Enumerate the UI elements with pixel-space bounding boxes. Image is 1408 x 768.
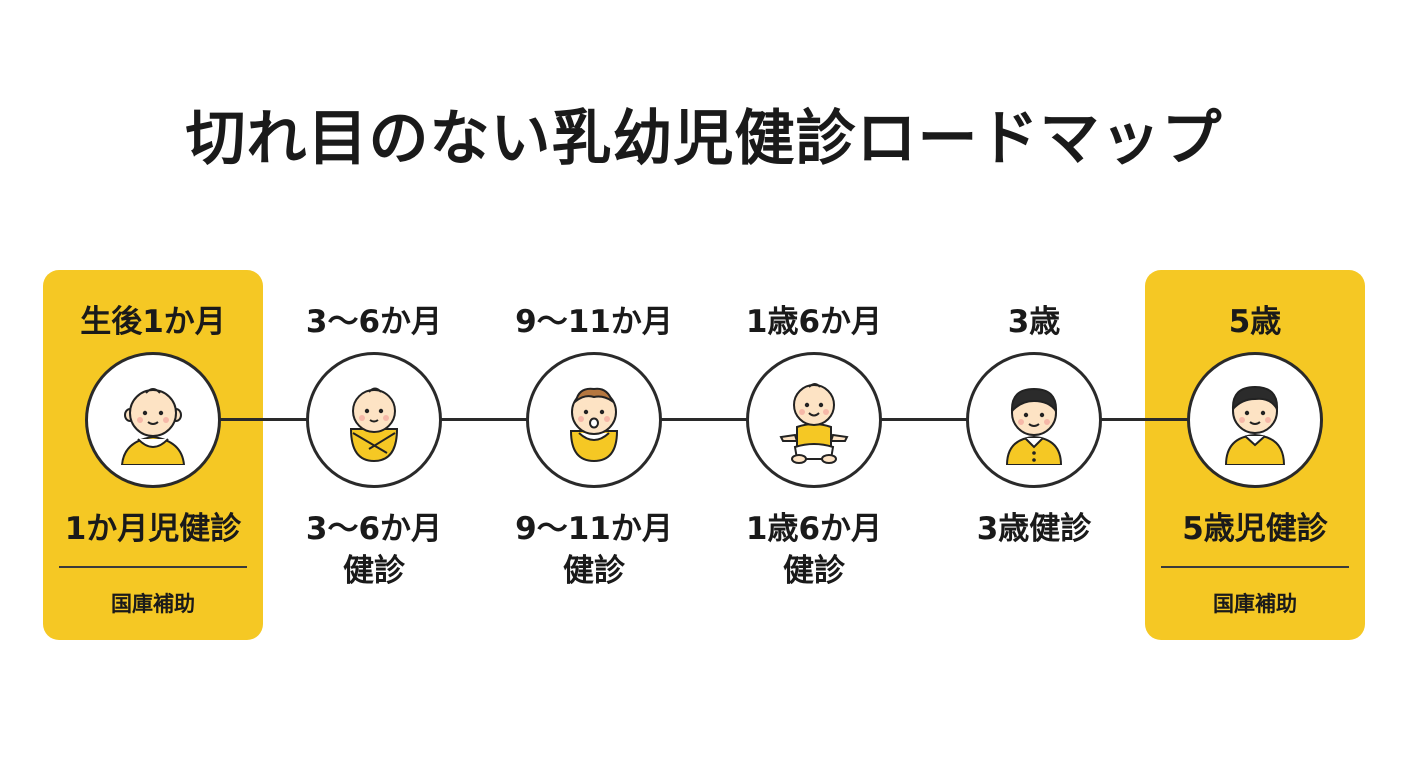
stage-name-line2: 健診 [343, 553, 405, 589]
stage-age: 9〜11か月 [515, 304, 673, 340]
stage-name-line1: 3〜6か月 [305, 511, 443, 547]
stage-3-6months: 3〜6か月 3〜6か月 健診 [264, 0, 484, 768]
page-title: 切れ目のない乳幼児健診ロードマップ [185, 104, 1223, 174]
child-collar-icon [1005, 387, 1063, 465]
stage-5years: 5歳 5歳児健診 国庫補助 [1145, 0, 1365, 768]
stage-name: 3〜6か月 健診 [264, 508, 484, 592]
stage-age: 1歳6か月 [745, 304, 883, 340]
stage-icon-circle [746, 352, 882, 488]
stage-name-line2: 健診 [563, 553, 625, 589]
timeline-connector [150, 418, 1250, 421]
stage-name-line1: 5歳児健診 [1182, 511, 1328, 547]
stage-divider [59, 566, 247, 568]
stage-age: 生後1か月 [80, 304, 226, 340]
stage-name-line1: 1歳6か月 [745, 511, 883, 547]
stage-name: 5歳児健診 [1145, 508, 1365, 550]
stage-age: 3歳 [1007, 304, 1061, 340]
stage-icon-circle [966, 352, 1102, 488]
stage-icon-circle [306, 352, 442, 488]
stage-name-line1: 3歳健診 [976, 511, 1092, 547]
swaddled-baby-icon [349, 387, 399, 463]
stage-age: 5歳 [1228, 304, 1282, 340]
newborn-bib-icon [120, 388, 186, 465]
stage-icon-circle [1187, 352, 1323, 488]
stage-3years: 3歳 3歳健診 [924, 0, 1144, 768]
stage-name: 1歳6か月 健診 [704, 508, 924, 592]
stage-divider [1161, 566, 1349, 568]
stage-icon-circle [85, 352, 221, 488]
stage-name-line1: 1か月児健診 [64, 511, 242, 547]
subsidy-label: 国庫補助 [111, 592, 195, 616]
stage-name: 1か月児健診 [43, 508, 263, 550]
child-collar-icon [1224, 385, 1286, 465]
stage-name: 9〜11か月 健診 [484, 508, 704, 592]
stage-name: 3歳健診 [924, 508, 1144, 550]
stage-9-11months: 9〜11か月 9〜11か月 健診 [484, 0, 704, 768]
baby-pacifier-icon [569, 387, 619, 463]
sitting-toddler-icon [779, 383, 849, 464]
stage-1y6m: 1歳6か月 1歳6か月 健診 [704, 0, 924, 768]
stage-name-line2: 健診 [783, 553, 845, 589]
stage-1month: 生後1か月 1か月児健診 国庫補助 [43, 0, 263, 768]
stage-age: 3〜6か月 [305, 304, 443, 340]
stage-icon-circle [526, 352, 662, 488]
subsidy-label: 国庫補助 [1213, 592, 1297, 616]
stage-name-line1: 9〜11か月 [515, 511, 673, 547]
